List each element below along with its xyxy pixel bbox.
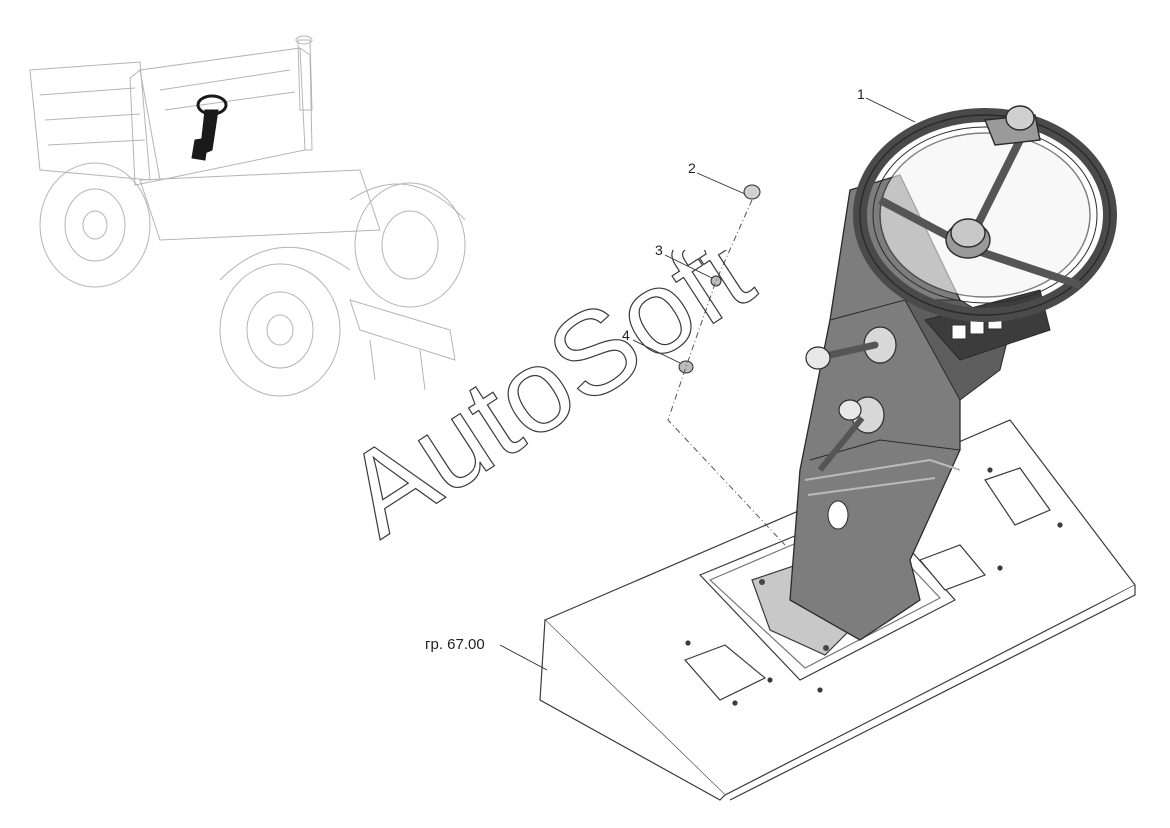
callout-1: 1 <box>857 86 865 102</box>
exploded-parts <box>667 184 786 546</box>
group-reference-label: гр. 67.00 <box>425 636 485 653</box>
leader-lines <box>499 97 916 671</box>
callout-3: 3 <box>655 242 663 258</box>
callout-4: 4 <box>622 327 630 343</box>
callout-2: 2 <box>688 160 696 176</box>
steering-wheel <box>853 105 1117 322</box>
tilt-lever <box>805 326 897 370</box>
height-lever <box>817 396 885 472</box>
